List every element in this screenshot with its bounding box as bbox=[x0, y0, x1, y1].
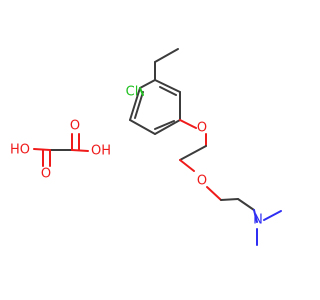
ring-inner-bond-1 bbox=[159, 86, 177, 96]
oxalic-left-single-bond bbox=[33, 148, 51, 151]
amine-bond bbox=[253, 209, 258, 223]
chemical-structure-canvas: Cl O O N HO O O OH bbox=[10, 48, 282, 246]
oxalic-carbonyl-top-label: O bbox=[70, 119, 80, 134]
chlorine-substituent: Cl bbox=[126, 85, 144, 100]
ether-chain-bond-4 bbox=[237, 198, 255, 211]
ether-chain-bond-2 bbox=[206, 186, 222, 201]
ether-chain-bond-3 bbox=[220, 198, 239, 201]
ring-bond-4 bbox=[154, 119, 181, 135]
oxalic-hydroxyl-left-label: HO bbox=[10, 143, 30, 158]
nitrogen-label: N bbox=[253, 213, 263, 228]
oxalic-acid: HO O O OH bbox=[10, 119, 111, 182]
chlorine-label: Cl bbox=[126, 85, 139, 100]
ring-bond-1 bbox=[139, 79, 156, 89]
c-cl-bond bbox=[139, 87, 144, 96]
ring-inner-bond-3 bbox=[134, 91, 144, 119]
benzene-ring bbox=[129, 79, 181, 135]
ring-bond-2 bbox=[154, 79, 181, 93]
oxalic-hydroxyl-right-label: OH bbox=[91, 144, 111, 159]
dimethylamine-group: N bbox=[253, 209, 282, 246]
ether-chain-bond-1 bbox=[179, 145, 207, 161]
oxalic-right-single-bond bbox=[71, 149, 89, 152]
ring-inner-bond-2 bbox=[154, 120, 175, 130]
ether-oxygen-1-label: O bbox=[197, 121, 207, 136]
oxalic-carbonyl-bottom-label: O bbox=[41, 167, 51, 182]
ether-oxygen-2-bond bbox=[179, 159, 195, 172]
ether-oxygen-2-label: O bbox=[197, 174, 207, 189]
amine-methyl-bond-1 bbox=[263, 210, 282, 221]
ether-chain: O O bbox=[179, 119, 255, 211]
ring-bond-6 bbox=[129, 87, 141, 121]
ethyl-bond-2 bbox=[154, 48, 179, 63]
main-molecule: Cl O O N bbox=[126, 48, 282, 246]
ring-bond-5 bbox=[129, 119, 156, 135]
aryl-ether-bond bbox=[179, 119, 197, 129]
ethyl-group bbox=[154, 48, 179, 81]
